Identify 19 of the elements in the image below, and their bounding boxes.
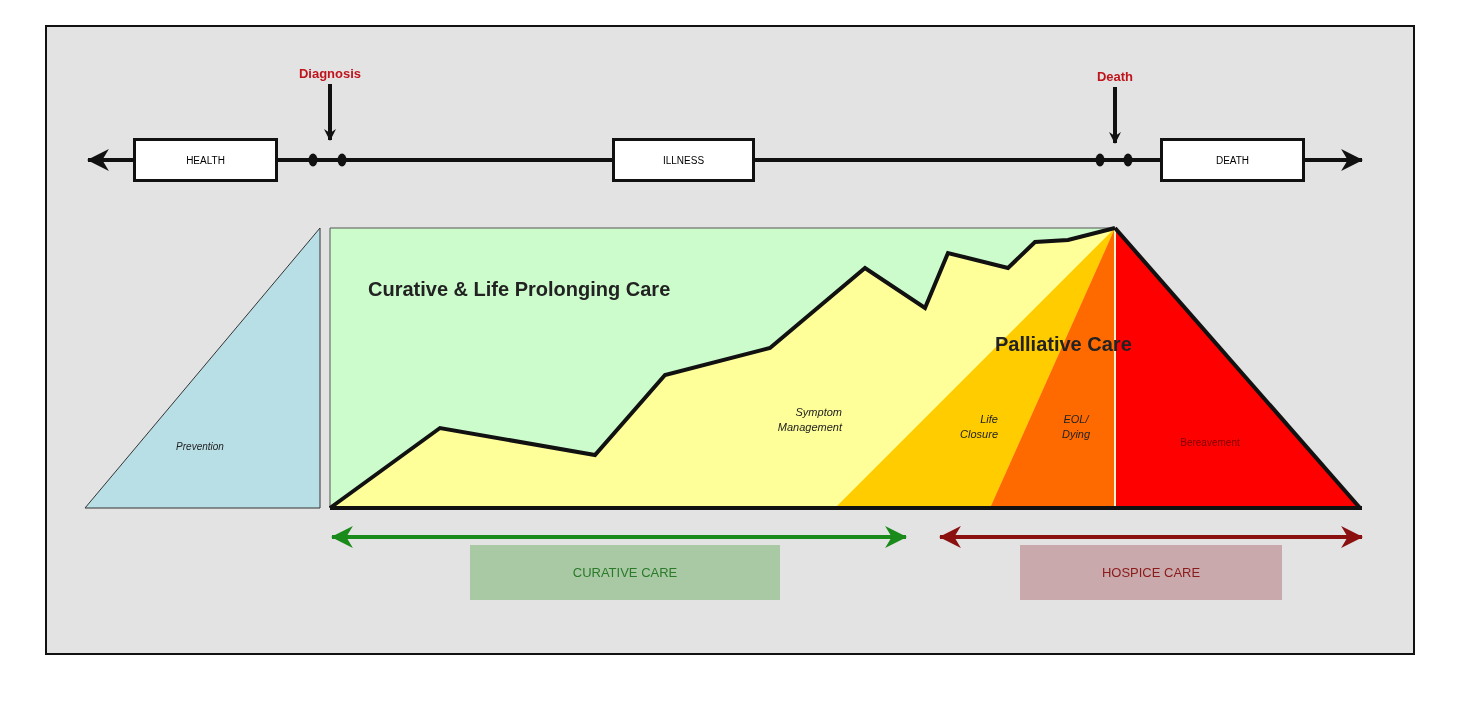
area-label: Bereavement [1179, 436, 1241, 450]
timeline-arrow [324, 84, 336, 141]
care-type-panel: CURATIVE CARE [470, 545, 780, 600]
area-label: Life Closure [959, 412, 998, 442]
timeline-arrow [278, 153, 612, 167]
event-label: Diagnosis [290, 62, 370, 84]
timeline-arrow [1305, 149, 1364, 171]
stage-box: ILLNESS [612, 138, 755, 182]
timeline-arrow [755, 153, 1160, 167]
care-type-panel: HOSPICE CARE [1020, 545, 1282, 600]
area-label: Curative & Life Prolonging Care [368, 277, 672, 302]
stage-box: DEATH [1160, 138, 1305, 182]
area-label: Prevention [175, 440, 225, 454]
event-label: Death [1085, 65, 1145, 87]
stage-box: HEALTH [133, 138, 278, 182]
timeline-arrow [86, 149, 133, 171]
area-label: EOL/ Dying [1060, 412, 1092, 442]
timeline-arrow [1109, 87, 1121, 144]
area-label: Symptom Management [776, 405, 842, 435]
